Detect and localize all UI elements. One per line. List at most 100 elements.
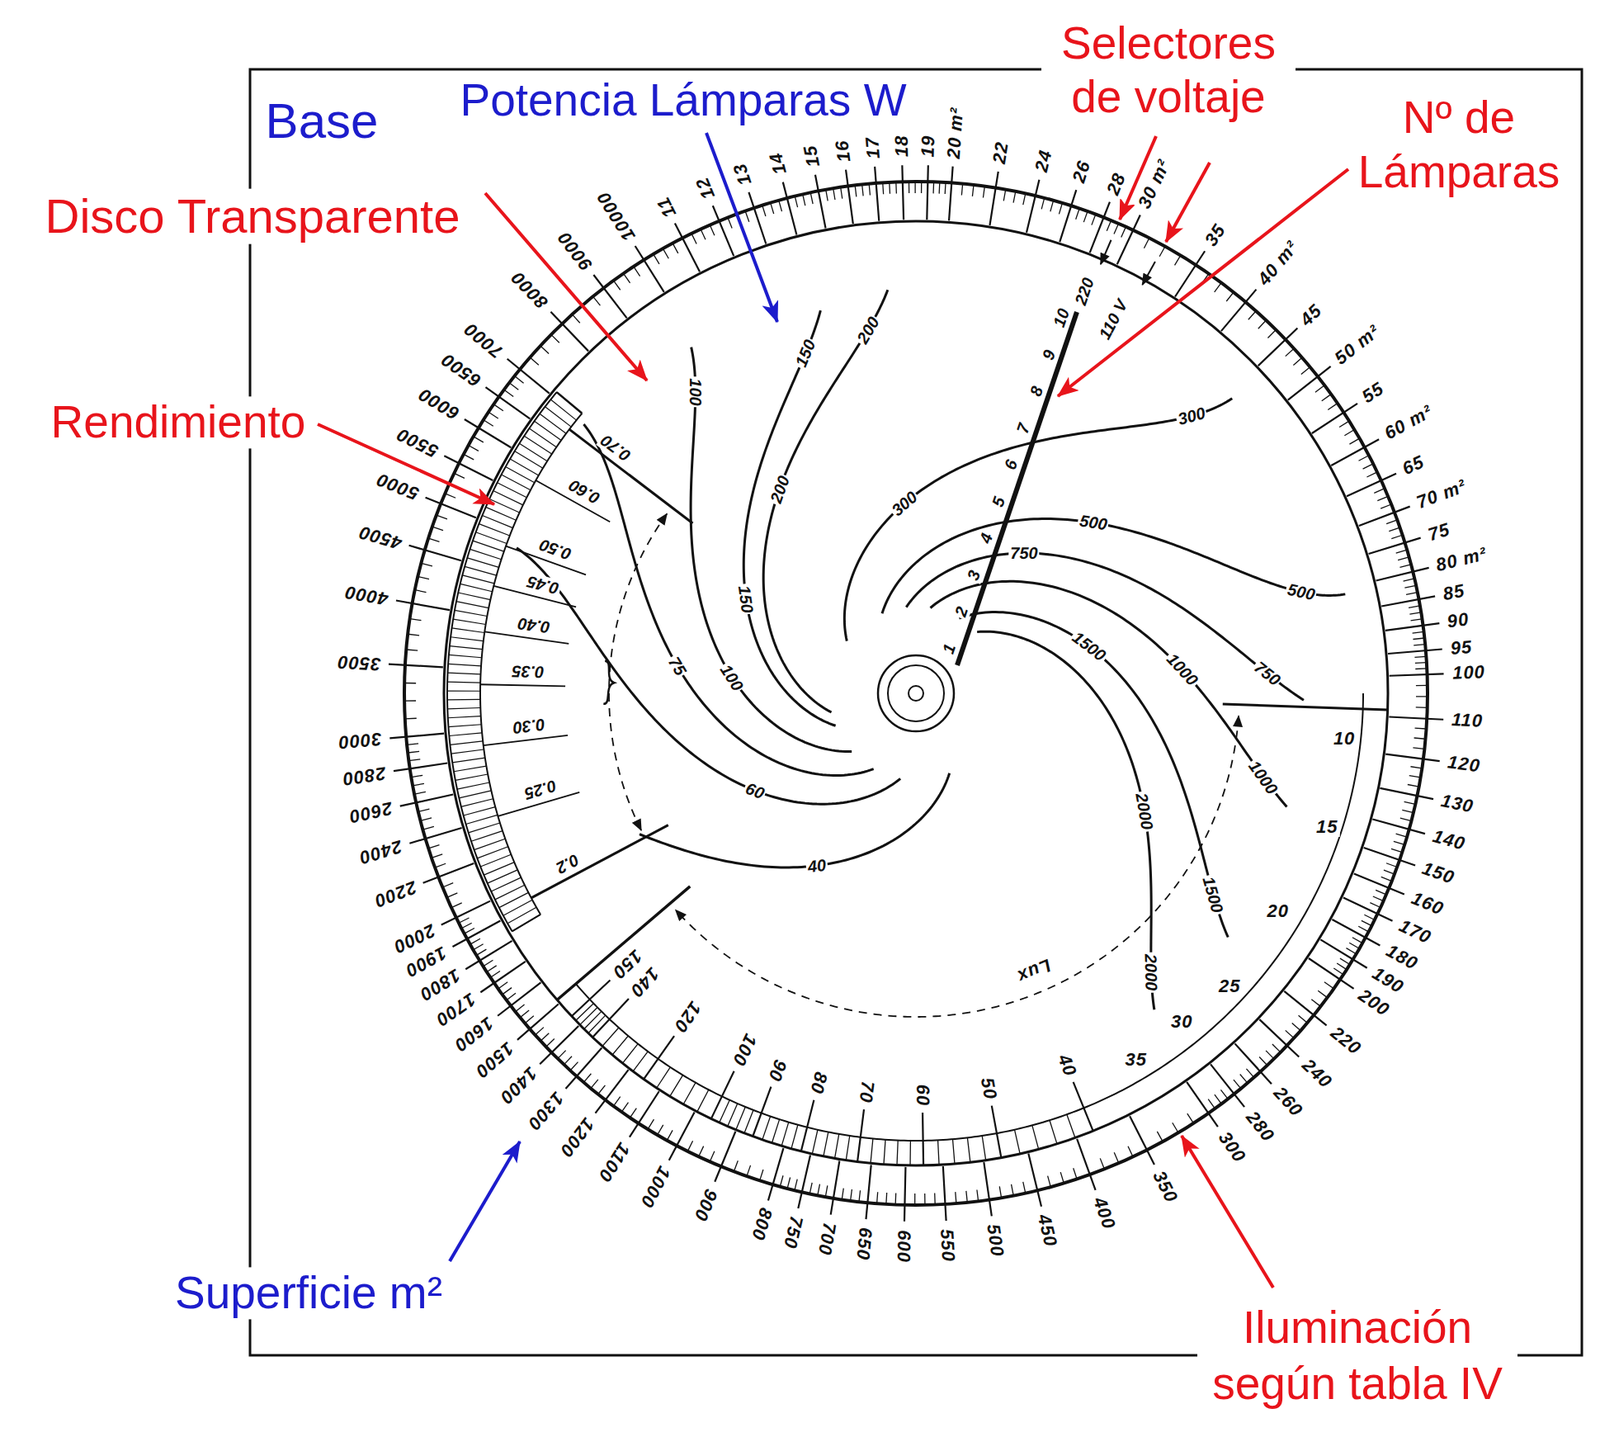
lux-scale-number: 120: [669, 995, 707, 1038]
callout-arrow: [449, 1141, 520, 1261]
efficiency-number: 0.45: [523, 571, 563, 599]
area-scale-number: 16: [831, 136, 855, 165]
area-scale-number: 160: [1406, 887, 1449, 920]
callout-label: Disco Transparente: [42, 188, 464, 245]
area-scale-number: 65: [1397, 451, 1430, 481]
efficiency-window-edge: [531, 825, 669, 898]
wattage-number: 2000: [1141, 952, 1161, 993]
area-scale-number: 140: [1429, 825, 1470, 855]
area-scale-number: 12: [691, 172, 720, 203]
area-scale-number: 1000: [635, 1161, 675, 1213]
lux-window-edge: [1222, 703, 1388, 710]
lamp-count-number: 6: [1000, 455, 1023, 473]
area-scale-number: 240: [1297, 1053, 1337, 1094]
hub-ring: [887, 665, 944, 722]
area-scale-number: 28: [1103, 169, 1132, 200]
generated-scales: [388, 165, 1445, 1222]
area-scale-number: 4500: [354, 520, 406, 553]
hub-ring: [877, 655, 954, 732]
area-scale-number: 22: [989, 138, 1014, 167]
area-scale-number: 24: [1030, 146, 1057, 176]
area-scale-number: 18: [891, 133, 912, 160]
wattage-number: 500: [1283, 580, 1318, 605]
lamp-count-number: 7: [1013, 419, 1035, 437]
wattage-number: 2000: [1132, 789, 1157, 833]
lux-window-edge: [556, 886, 690, 1001]
lamp-count-bar: [957, 311, 1077, 666]
lamp-count-mark: 20: [1265, 901, 1291, 921]
lamp-count-number: 10: [1048, 304, 1073, 331]
base-frame: [250, 69, 1582, 1355]
lamp-count-number: 9: [1038, 345, 1060, 364]
lamp-count-mark: 15: [1314, 816, 1340, 837]
wattage-number: 500: [1076, 510, 1110, 534]
wattage-number: 100: [686, 376, 705, 407]
wattage-number: 150: [791, 335, 821, 371]
efficiency-number: 0.30: [510, 715, 548, 738]
area-scale-number: 1400: [494, 1061, 543, 1109]
area-scale-number: 30 m²: [1133, 155, 1176, 213]
wattage-number: 300: [1174, 402, 1209, 429]
hub-pin: [908, 685, 924, 701]
callout-label: Superficie m²: [171, 1266, 446, 1319]
efficiency-band: [447, 391, 583, 931]
area-scale-number: 3500: [334, 651, 383, 674]
area-scale-number: 15: [799, 141, 825, 171]
area-scale-number: 60 m²: [1379, 401, 1438, 445]
area-scale-number: 90: [1444, 608, 1472, 633]
efficiency-band-hatch: [447, 392, 582, 932]
area-scale-number: 450: [1033, 1210, 1062, 1251]
lamp-count-number: 2: [950, 602, 973, 620]
area-scale-number: 700: [813, 1219, 840, 1259]
area-scale-number: 75: [1423, 519, 1454, 546]
callout-label: Iluminación según tabla IV: [1197, 1298, 1518, 1412]
lux-scale-number: 70: [854, 1078, 878, 1106]
area-scale-minor-tick: [404, 181, 1428, 1205]
area-scale-number: 220: [1325, 1021, 1366, 1060]
callout-arrow: [1165, 162, 1210, 242]
area-scale-number: 800: [746, 1203, 776, 1245]
area-scale-number: 40 m²: [1252, 235, 1303, 291]
area-scale-number: 8000: [506, 265, 554, 314]
efficiency-number: 0.25: [520, 776, 560, 804]
efficiency-number: 0.60: [564, 475, 605, 509]
area-scale-number: 300: [1213, 1126, 1251, 1168]
wattage-curve: [958, 612, 1228, 938]
callout-label: Selectores de voltaje: [1041, 16, 1296, 124]
area-scale-number: 600: [893, 1227, 915, 1265]
wattage-number: 1500: [1198, 872, 1228, 916]
area-scale-number: 3000: [335, 728, 385, 753]
voltage-label: 110 V: [1094, 295, 1132, 345]
area-scale-number: 120: [1444, 751, 1483, 777]
area-scale-number: 4000: [341, 580, 392, 609]
lux-scale-number: 60: [911, 1082, 933, 1109]
callout-label: Nº de Lámparas: [1349, 89, 1568, 199]
voltage-label: 220: [1070, 273, 1098, 309]
wattage-number: 60: [741, 778, 770, 803]
callout-label: Rendimiento: [47, 396, 310, 449]
area-scale-number: 550: [936, 1226, 959, 1264]
efficiency-number: 0.40: [514, 613, 553, 638]
efficiency-window-arc: [608, 513, 667, 831]
voltage-selector-arrow: [1142, 261, 1156, 285]
callout-arrow: [1057, 169, 1349, 397]
area-scale-number: 130: [1438, 790, 1478, 817]
lux-scale-number: 80: [805, 1068, 831, 1098]
lamp-count-mark: 25: [1217, 976, 1242, 996]
area-scale-number: 9000: [552, 226, 598, 276]
area-scale-number: 350: [1148, 1165, 1183, 1208]
area-scale-number: 45: [1295, 298, 1328, 331]
area-scale-number: 2600: [345, 797, 397, 828]
lamp-count-number: 8: [1025, 382, 1048, 400]
area-scale-number: 95: [1447, 636, 1474, 659]
wattage-curve: [763, 289, 888, 713]
efficiency-number: 0.2: [551, 849, 583, 878]
area-scale-number: 35: [1199, 219, 1231, 252]
wattage-curve: [690, 347, 852, 752]
efficiency-line: [480, 684, 566, 686]
area-scale-number: 10000: [592, 185, 641, 246]
wattage-number: 1000: [1161, 648, 1203, 691]
transparent-disc-edge: [443, 221, 1388, 1166]
area-scale-number: 1200: [554, 1112, 600, 1162]
